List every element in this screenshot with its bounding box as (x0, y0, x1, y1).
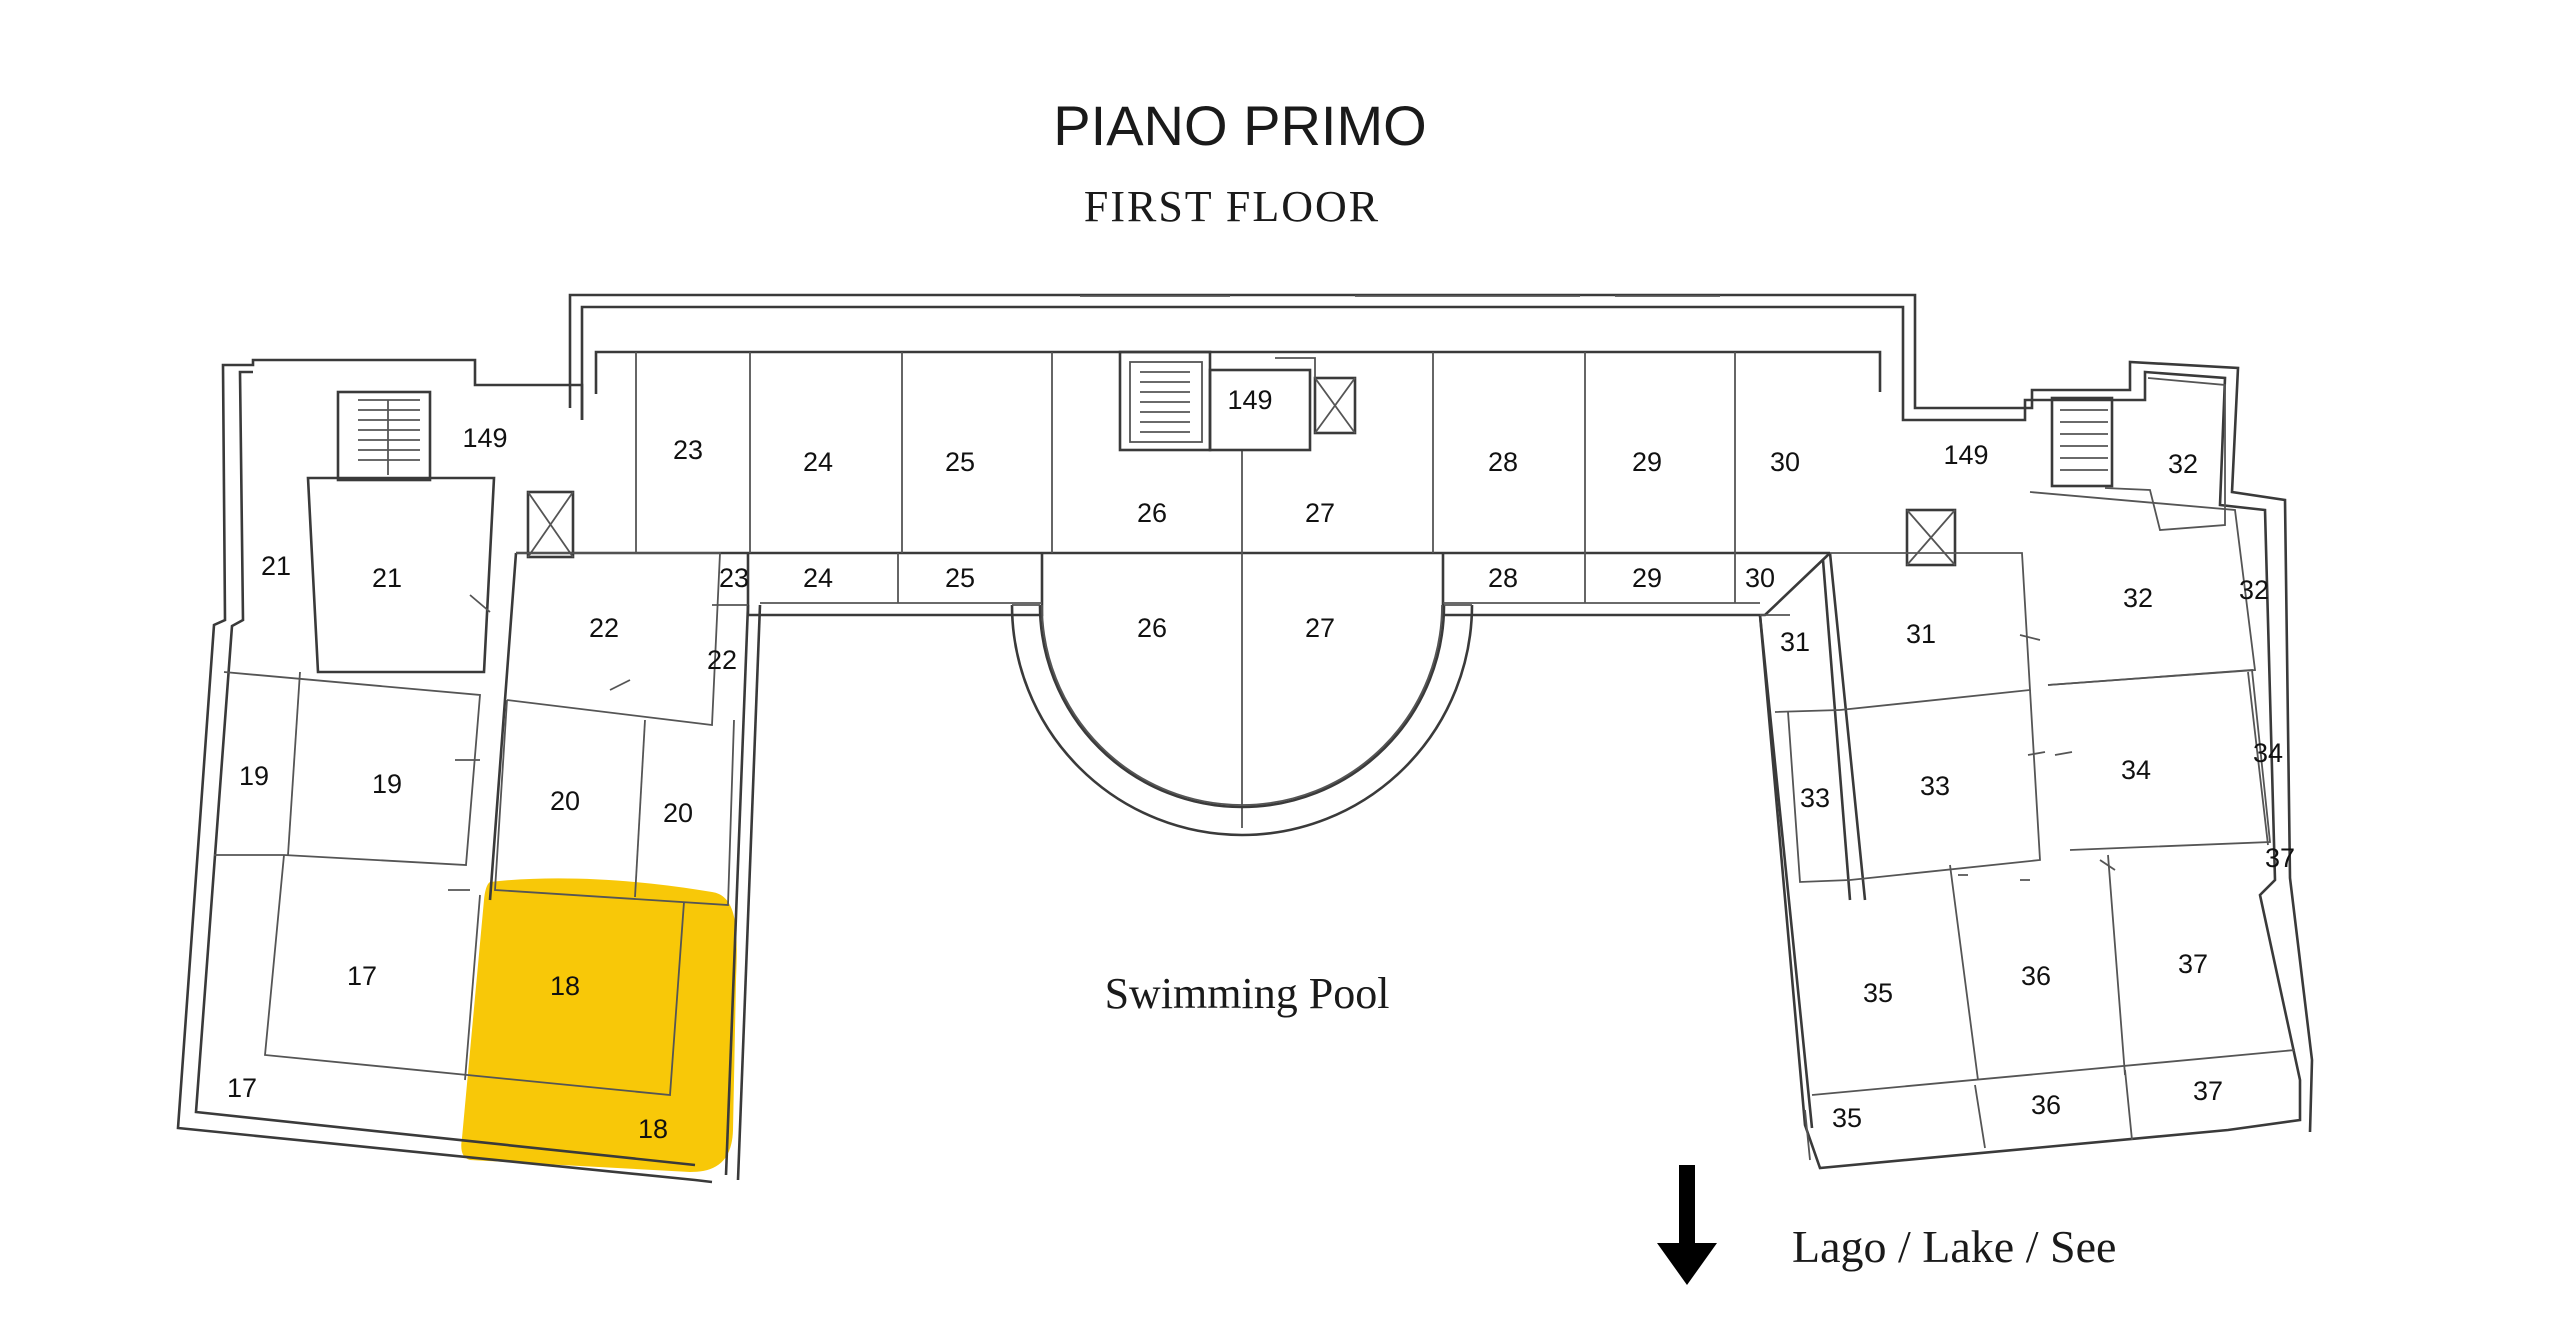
room-label: 30 (1770, 447, 1800, 477)
room-label: 30 (1745, 563, 1775, 593)
room-label: 35 (1832, 1103, 1862, 1133)
room-label: 31 (1906, 619, 1936, 649)
room-label: 32 (2239, 575, 2269, 605)
room-18-highlight[interactable] (461, 878, 737, 1172)
plan-subtitle: FIRST FLOOR (1084, 182, 1380, 231)
room-label: 20 (663, 798, 693, 828)
room-label: 25 (945, 563, 975, 593)
room-label: 27 (1305, 613, 1335, 643)
room-label: 20 (550, 786, 580, 816)
room-label: 28 (1488, 563, 1518, 593)
room-label: 35 (1863, 978, 1893, 1008)
room-label: 34 (2121, 755, 2151, 785)
plan-title: PIANO PRIMO (1053, 94, 1426, 157)
room-label: 26 (1137, 613, 1167, 643)
room-label: 21 (261, 551, 291, 581)
room-label: 19 (239, 761, 269, 791)
room-label: 33 (1920, 771, 1950, 801)
room-label: 19 (372, 769, 402, 799)
room-label: 17 (347, 961, 377, 991)
room-label: 36 (2031, 1090, 2061, 1120)
room-label: 28 (1488, 447, 1518, 477)
room-label: 24 (803, 563, 833, 593)
room-label: 33 (1800, 783, 1830, 813)
room-label: 149 (1943, 440, 1988, 470)
lake-direction-label: Lago / Lake / See (1792, 1221, 2116, 1272)
room-label: 29 (1632, 447, 1662, 477)
left-wing (176, 358, 762, 1184)
right-wing (1758, 360, 2314, 1170)
room-label: 37 (2193, 1076, 2223, 1106)
room-label: 18 (550, 971, 580, 1001)
room-label: 32 (2123, 583, 2153, 613)
room-label: 32 (2168, 449, 2198, 479)
room-labels: 149 149 149 23 24 25 26 27 28 29 30 23 2… (227, 385, 2295, 1144)
room-label: 27 (1305, 498, 1335, 528)
central-wing (568, 293, 1917, 837)
room-label: 21 (372, 563, 402, 593)
room-label: 26 (1137, 498, 1167, 528)
lake-direction-arrow-icon (1657, 1165, 1717, 1285)
room-label: 23 (719, 563, 749, 593)
room-label: 31 (1780, 627, 1810, 657)
room-label: 24 (803, 447, 833, 477)
room-label: 37 (2265, 843, 2295, 873)
room-label: 37 (2178, 949, 2208, 979)
pool-label: Swimming Pool (1105, 969, 1390, 1018)
room-label: 22 (589, 613, 619, 643)
room-label: 17 (227, 1073, 257, 1103)
room-label: 18 (638, 1114, 668, 1144)
room-label: 23 (673, 435, 703, 465)
room-label: 22 (707, 645, 737, 675)
room-label: 36 (2021, 961, 2051, 991)
room-label: 25 (945, 447, 975, 477)
room-label: 149 (1227, 385, 1272, 415)
room-label: 29 (1632, 563, 1662, 593)
room-label: 149 (462, 423, 507, 453)
room-label: 34 (2253, 738, 2283, 768)
